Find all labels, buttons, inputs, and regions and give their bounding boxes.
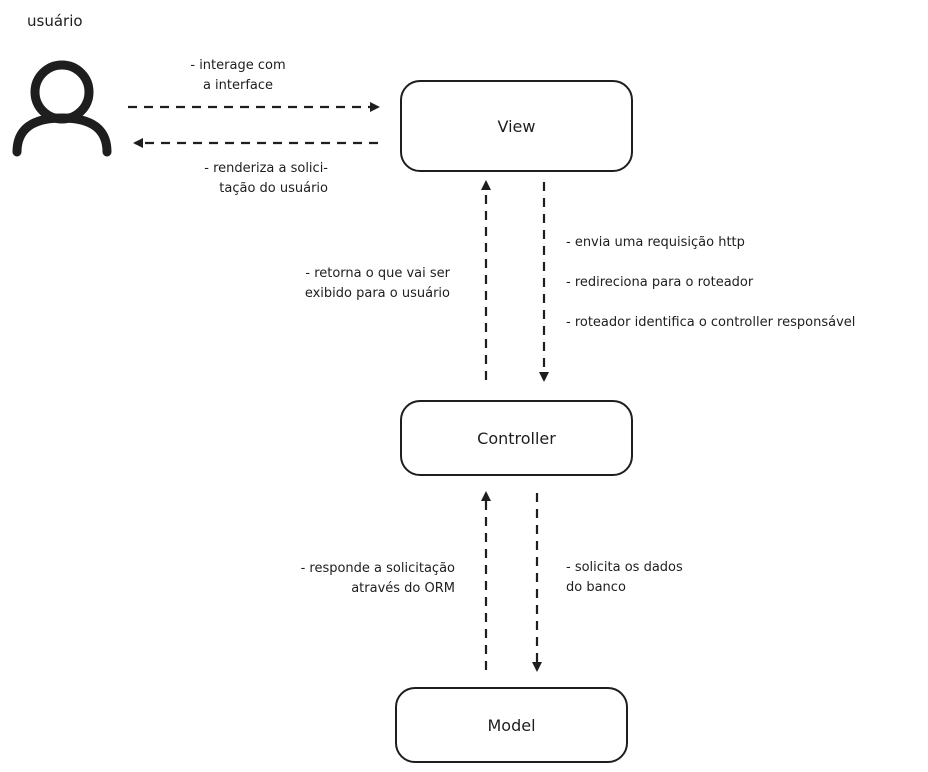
label-controller-to-view-line-2: exibido para o usuário xyxy=(304,286,450,301)
controller-label: Controller xyxy=(477,428,556,448)
label-view-to-user-line-1: - renderiza a solici- xyxy=(204,161,328,176)
label-model-to-controller: - responde a solicitação através do ORM xyxy=(250,559,455,599)
label-user-to-view-line-1: - interage com xyxy=(190,58,286,73)
label-model-to-controller-line-1: - responde a solicitação xyxy=(300,561,455,576)
label-view-to-controller-line-2: - redireciona para o roteador xyxy=(566,275,754,290)
label-controller-to-model-line-2: do banco xyxy=(566,580,626,595)
view-label: View xyxy=(497,116,536,136)
label-view-to-controller-line-1: - envia uma requisição http xyxy=(566,235,745,250)
label-user-to-view-line-2: a interface xyxy=(202,78,274,93)
label-controller-to-model-line-1: - solicita os dados xyxy=(566,560,683,575)
controller-node: Controller xyxy=(400,400,633,476)
view-node: View xyxy=(400,80,633,172)
model-node: Model xyxy=(395,687,628,763)
label-view-to-user: - renderiza a solici- tação do usuário xyxy=(158,159,328,199)
label-view-to-controller-line-3: - roteador identifica o controller respo… xyxy=(566,315,856,330)
label-controller-to-view: - retorna o que vai ser exibido para o u… xyxy=(250,264,450,304)
label-controller-to-view-line-1: - retorna o que vai ser xyxy=(305,266,450,281)
user-icon xyxy=(12,60,112,157)
label-view-to-user-line-2: tação do usuário xyxy=(219,181,328,196)
actor-label: usuário xyxy=(27,12,83,30)
label-model-to-controller-line-2: através do ORM xyxy=(351,581,455,596)
model-label: Model xyxy=(487,715,536,735)
label-view-to-controller: - envia uma requisição http - redirecion… xyxy=(566,233,855,333)
label-controller-to-model: - solicita os dados do banco xyxy=(566,558,683,598)
label-user-to-view: - interage com a interface xyxy=(168,56,308,96)
